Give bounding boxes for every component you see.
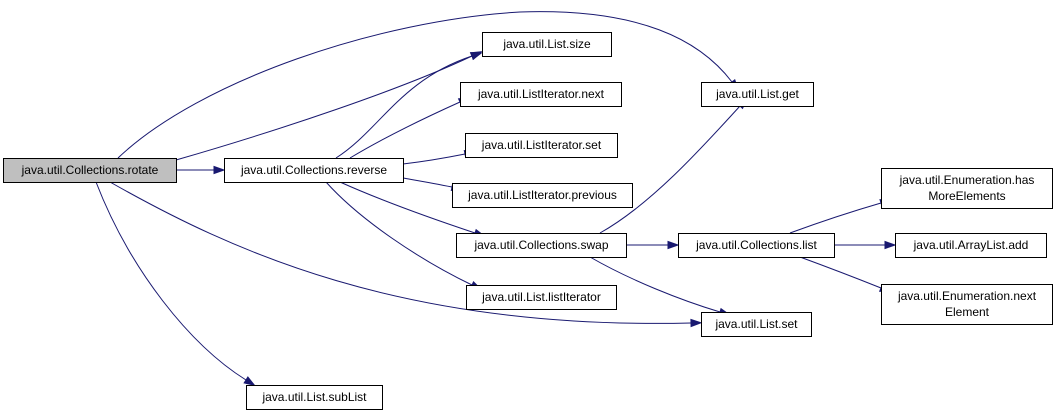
edge-reverse-to-size: [335, 55, 473, 159]
node-label: java.util.List.size: [502, 37, 591, 51]
node-sublist[interactable]: java.util.List.subList: [246, 385, 383, 410]
node-label: java.util.ListIterator.set: [481, 138, 602, 152]
node-label: java.util.List.get: [715, 87, 799, 101]
node-label: MoreElements: [928, 189, 1005, 203]
edge-rotate-to-set: [109, 181, 692, 324]
arrowhead-rotate-to-reverse: [213, 165, 226, 175]
node-box: [482, 32, 612, 57]
node-label: java.util.Collections.swap: [473, 238, 608, 252]
node-swap[interactable]: java.util.Collections.swap: [456, 233, 627, 258]
node-box: [701, 82, 814, 107]
edge-reverse-to-liset: [402, 153, 466, 165]
edge-swap-to-get: [599, 105, 741, 234]
node-liset[interactable]: java.util.ListIterator.set: [465, 133, 618, 158]
arrowhead-reverse-to-size: [470, 52, 483, 61]
edge-reverse-to-liprev: [402, 177, 453, 188]
edge-reverse-to-linext: [349, 101, 461, 159]
node-get[interactable]: java.util.List.get: [701, 82, 814, 107]
node-box: [465, 133, 618, 158]
edge-reverse-to-listiter: [325, 181, 473, 286]
arrowhead-swap-to-clist: [667, 240, 680, 250]
node-label: java.util.ListIterator.previous: [467, 188, 617, 202]
arrowhead-clist-to-aladd: [884, 240, 897, 250]
edges-layer: [95, 11, 897, 387]
node-label: java.util.List.set: [714, 317, 798, 331]
node-box: [466, 285, 617, 310]
node-label: java.util.Enumeration.has: [899, 173, 1035, 187]
edge-swap-to-set: [589, 256, 721, 313]
node-box: [895, 233, 1047, 258]
node-clist[interactable]: java.util.Collections.list: [678, 233, 835, 258]
node-label: java.util.Collections.rotate: [21, 163, 159, 177]
node-box: [460, 82, 622, 107]
nodes-layer: java.util.Collections.rotate java.util.Co…: [3, 32, 1053, 410]
edge-reverse-to-swap: [339, 181, 476, 234]
node-box: [701, 312, 812, 337]
node-box: [3, 158, 177, 183]
node-box: [452, 183, 633, 208]
node-listiter[interactable]: java.util.List.listIterator: [466, 285, 617, 310]
node-size[interactable]: java.util.List.size: [482, 32, 612, 57]
node-box: [224, 158, 404, 183]
node-linext[interactable]: java.util.ListIterator.next: [460, 82, 622, 107]
edge-rotate-to-size: [175, 55, 473, 161]
node-box: [456, 233, 627, 258]
node-box: [881, 284, 1053, 325]
node-label: java.util.List.subList: [261, 390, 367, 404]
node-label: Element: [945, 305, 990, 319]
edge-rotate-to-sublist: [95, 181, 247, 381]
node-label: java.util.Collections.list: [695, 238, 817, 252]
edge-clist-to-nextel: [799, 256, 882, 289]
edge-clist-to-hasmore: [789, 202, 882, 234]
arrowhead-rotate-to-sublist: [243, 376, 256, 387]
node-label: java.util.ListIterator.next: [477, 87, 605, 101]
node-rotate[interactable]: java.util.Collections.rotate: [3, 158, 177, 183]
node-aladd[interactable]: java.util.ArrayList.add: [895, 233, 1047, 258]
node-label: java.util.Collections.reverse: [240, 163, 387, 177]
node-set[interactable]: java.util.List.set: [701, 312, 812, 337]
node-label: java.util.List.listIterator: [481, 290, 601, 304]
node-reverse[interactable]: java.util.Collections.reverse: [224, 158, 404, 183]
node-box: [246, 385, 383, 410]
node-box: [881, 168, 1053, 209]
edge-rotate-to-get: [117, 11, 733, 159]
node-liprev[interactable]: java.util.ListIterator.previous: [452, 183, 633, 208]
node-label: java.util.Enumeration.next: [897, 289, 1037, 303]
node-label: java.util.ArrayList.add: [913, 238, 1029, 252]
arrowhead-rotate-to-set: [690, 318, 703, 328]
node-box: [678, 233, 835, 258]
